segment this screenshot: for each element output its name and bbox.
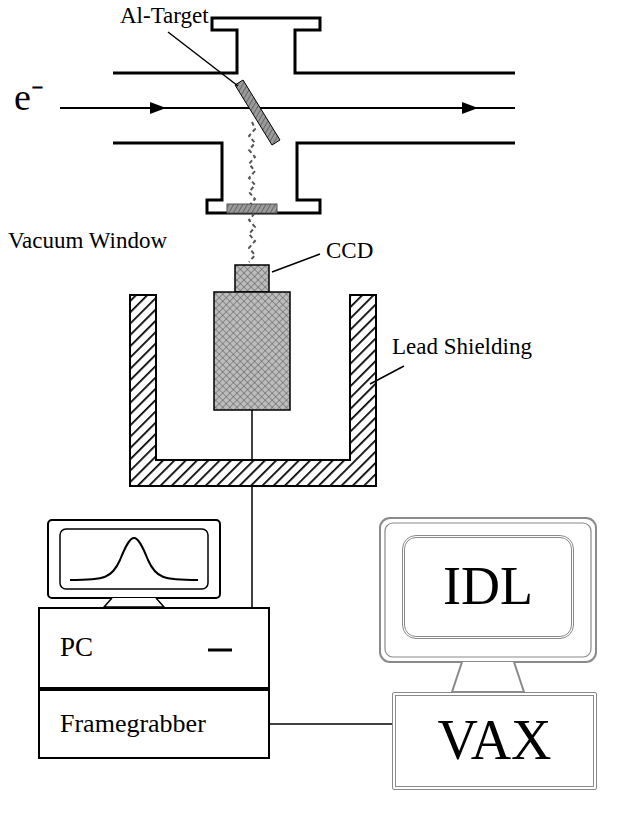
box-text: PC: [60, 633, 93, 663]
radiation-path: [249, 122, 255, 262]
pipe-wall: [113, 143, 515, 213]
screen-box: IDL: [402, 535, 574, 639]
box-text: IDL: [443, 557, 533, 616]
computer-box: PC: [38, 607, 270, 689]
monitor-stand: [452, 662, 524, 692]
leader-line: [370, 366, 404, 384]
box-text: Framegrabber: [60, 710, 206, 739]
box-text: VAX: [437, 710, 551, 772]
part-label: Lead Shielding: [392, 334, 532, 360]
workstation-monitor: [385, 523, 591, 657]
ccd-head: [235, 265, 269, 292]
part-label: Vacuum Window: [8, 228, 167, 254]
cable-connector: [270, 724, 392, 725]
part-label: Al-Target: [120, 3, 209, 29]
target-plate: [235, 80, 280, 145]
leader-line: [168, 32, 238, 86]
ccd-cable: [251, 410, 253, 460]
interface-box: Framegrabber: [38, 689, 270, 759]
pc-monitor: [48, 520, 220, 598]
part-label: CCD: [326, 238, 373, 264]
vacuum-window: [227, 204, 277, 213]
workstation-monitor: [380, 518, 596, 662]
beam-arrow: [150, 102, 166, 114]
ccd-body: [214, 292, 290, 410]
beam-arrow: [462, 102, 478, 114]
disk-slot: [208, 649, 232, 652]
monitor-stand: [104, 598, 164, 607]
pc-screen: [60, 529, 208, 589]
gaussian-curve: [70, 538, 198, 580]
beam-line: [60, 107, 515, 109]
lead-shielding: [130, 295, 376, 486]
ccd-cable: [251, 486, 253, 607]
particle-label: e⁻: [14, 76, 44, 120]
computer-box: VAX: [392, 692, 597, 790]
leader-line: [272, 254, 320, 272]
